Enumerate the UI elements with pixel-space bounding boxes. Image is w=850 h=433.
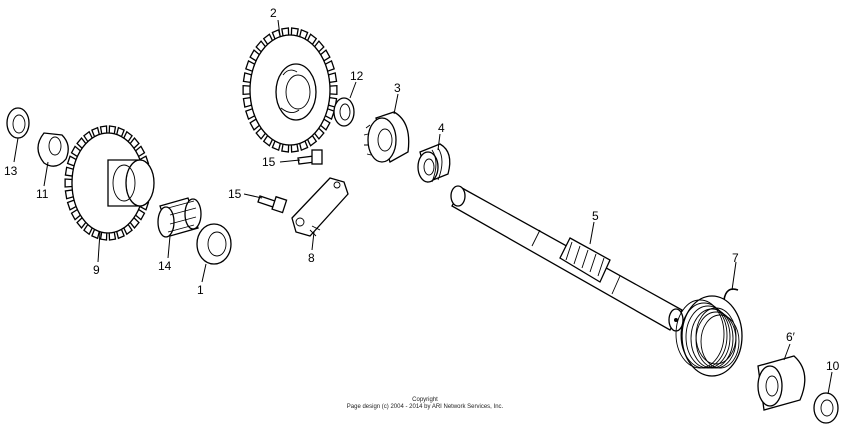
gear-part-2[interactable]	[242, 27, 338, 153]
copyright-title: Copyright	[412, 397, 438, 403]
gear-part-9[interactable]	[64, 125, 155, 241]
label-part-5: 5	[592, 209, 599, 223]
shaft-part-5[interactable]	[450, 185, 684, 332]
bearing-part-14[interactable]	[157, 197, 202, 238]
circlip-part-11[interactable]	[37, 132, 69, 167]
label-part-3: 3	[394, 81, 401, 95]
label-part-8: 8	[308, 251, 315, 265]
label-part-12: 12	[350, 69, 364, 83]
collar-part-6[interactable]	[757, 355, 806, 411]
label-part-2: 2	[270, 6, 277, 20]
leader-lines	[13, 19, 833, 395]
spring-part-6[interactable]	[675, 295, 743, 377]
label-part-15-upper: 15	[262, 155, 276, 169]
washer-part-1[interactable]	[196, 223, 232, 265]
label-part-14: 14	[158, 259, 172, 273]
copyright-text: Page design (c) 2004 - 2014 by ARI Netwo…	[346, 404, 504, 410]
label-part-1: 1	[197, 283, 204, 297]
collar-part-4[interactable]	[417, 143, 451, 183]
label-part-13: 13	[4, 164, 18, 178]
label-part-9: 9	[93, 263, 100, 277]
label-part-15-lower: 15	[228, 187, 242, 201]
pin-part-7[interactable]	[723, 288, 739, 301]
gear-part-3[interactable]	[363, 111, 410, 163]
label-part-4: 4	[438, 121, 445, 135]
label-part-6: 6′	[786, 330, 796, 344]
label-part-7: 7	[732, 251, 739, 265]
bolt-part-15-lower[interactable]	[257, 195, 288, 214]
washer-part-13[interactable]	[6, 107, 30, 139]
label-part-10: 10	[826, 359, 840, 373]
part-labels: 2 12 3 4 13 11 9 15 15 14 1 8 5 7 6′ 10	[4, 6, 840, 373]
bolt-part-15-upper[interactable]	[297, 149, 323, 165]
washer-part-10[interactable]	[813, 392, 839, 424]
label-part-11: 11	[36, 187, 49, 201]
copyright-notice: Copyright Page design (c) 2004 - 2014 by…	[300, 397, 550, 411]
bracket-part-8[interactable]	[291, 177, 349, 237]
washer-part-12[interactable]	[333, 97, 355, 127]
